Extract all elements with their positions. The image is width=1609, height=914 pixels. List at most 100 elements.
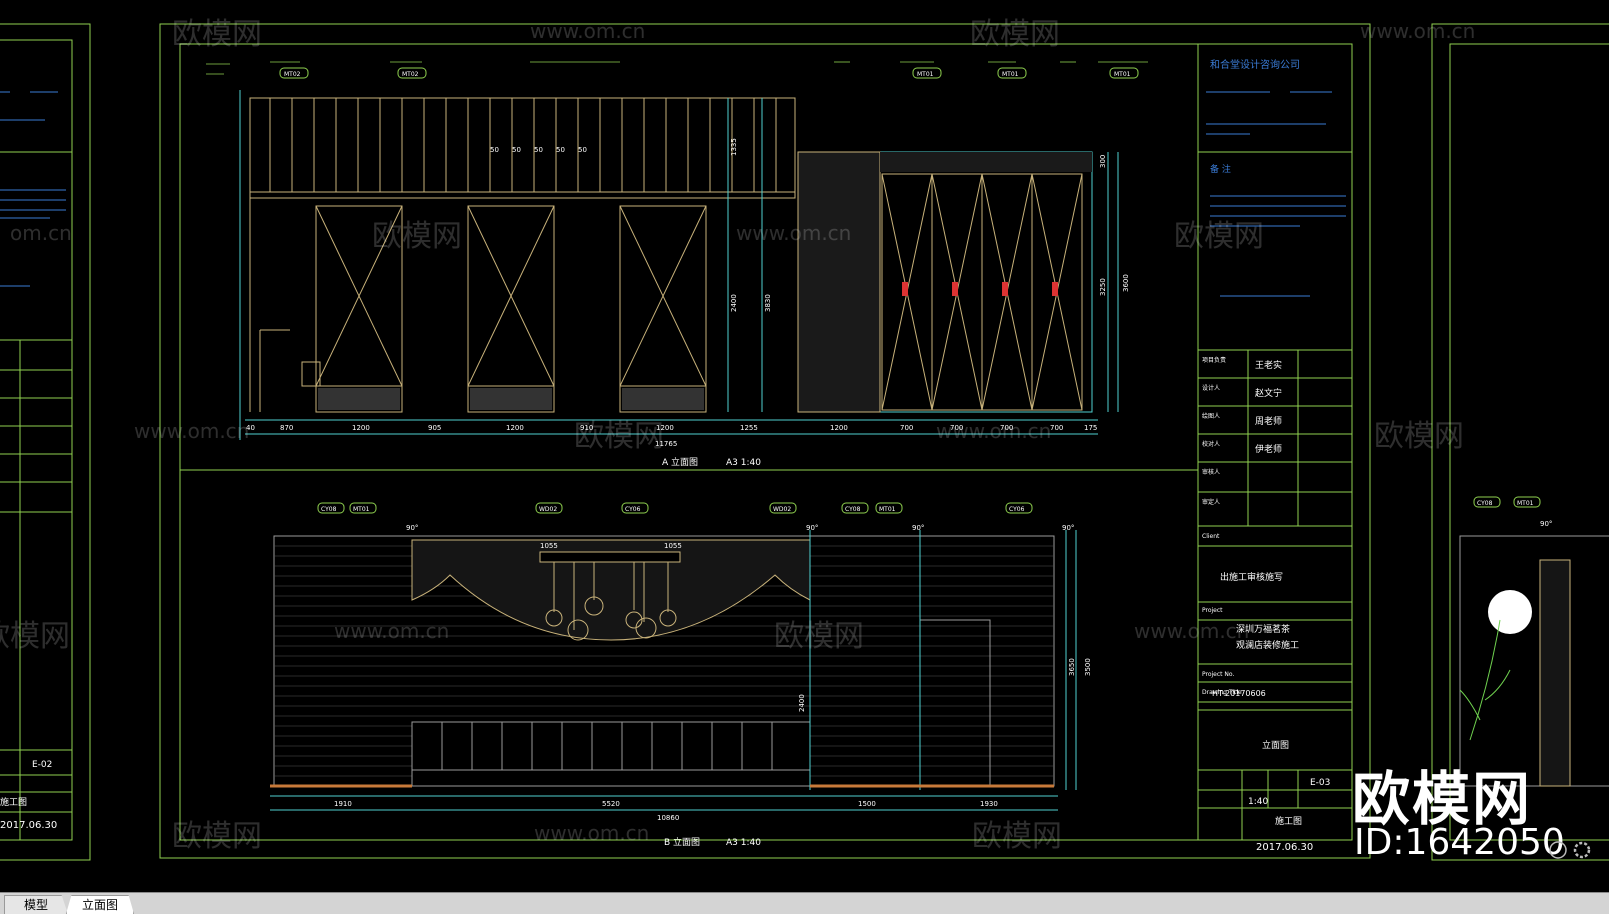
title-block [1198,151,1352,840]
elev-a-dim-7: 1200 [656,424,674,432]
elev-b-angle-4: 90° [1062,524,1074,532]
elev-a-vdim-4: 3250 [1099,278,1107,296]
right-sheet [1431,23,1609,861]
role-name-3: 周老师 [1255,415,1282,427]
elev-b-angle-2: 90° [806,524,818,532]
elev-a-dim-12: 700 [1000,424,1013,432]
svg-text:Drawing Title: Drawing Title [1202,689,1242,696]
elev-b-scale: A3 1:40 [726,838,761,848]
tab-model[interactable]: 模型 [4,895,68,914]
svg-text:Project No.: Project No. [1202,671,1234,678]
elev-a-code-4: MT01 [1002,71,1019,78]
elev-a-vdim-5: 3600 [1122,274,1130,292]
watermark-text-11: 欧模网 [1374,419,1464,454]
elev-a-dim-6: 910 [580,424,593,432]
elev-b-vdim-3: 2400 [798,694,806,712]
right-sheet-code-1: CY08 [1477,500,1493,507]
elev-a-small-4: 50 [556,146,565,154]
watermark-text-8: www.om.cn [134,419,249,443]
watermark-text-10: www.om.cn [936,419,1051,443]
svg-text:设计人: 设计人 [1202,384,1220,392]
elev-a-overall: 11765 [655,440,677,448]
gear-icon[interactable] [1573,841,1591,859]
elev-b-dim-3: 1500 [858,800,876,808]
elev-b-angle-1: 90° [406,524,418,532]
viewport-nav-icons[interactable] [1548,838,1598,862]
svg-text:Client: Client [1202,533,1220,540]
project-name-line-2: 观澜店装修施工 [1236,639,1299,651]
elev-a-dim-5: 1200 [506,424,524,432]
watermark-text-15: 欧模网 [172,819,262,854]
elev-a-dim-3: 1200 [352,424,370,432]
cad-drawing-canvas[interactable]: E-02 施工图 2017.06.30 [0,0,1609,892]
elev-b-top-dim-1: 1055 [540,542,558,550]
elev-b-dim-4: 1930 [980,800,998,808]
elev-b-angle-3: 90° [912,524,924,532]
elev-b-overall: 10860 [657,814,679,822]
role-name-4: 伊老师 [1255,443,1282,455]
watermark-model-id: ID:1642050 [1354,822,1565,863]
elev-a-small-1: 50 [490,146,499,154]
watermark-logo: 欧模网 [1352,765,1533,833]
elev-b-code-8: CY06 [1009,506,1025,513]
elev-b-code-1: CY08 [321,506,337,513]
elev-b-code-3: WD02 [539,506,557,513]
watermark-text-19: om.cn [10,221,72,245]
role-name-2: 赵文宁 [1255,387,1282,399]
drawing-number: E-03 [1310,778,1330,788]
elev-a-dim-10: 700 [900,424,913,432]
elev-b-code-5: WD02 [773,506,791,513]
elev-a-scale: A3 1:40 [726,458,761,468]
project-name-line-1: 深圳万福茗茶 [1236,623,1290,635]
layout-tab-bar: 模型 立面图 [0,892,1609,914]
svg-text:审定人: 审定人 [1202,498,1220,506]
elev-b-code-2: MT01 [353,506,370,513]
drawing-title: 立面图 [1262,739,1289,751]
svg-text:校对人: 校对人 [1202,440,1220,448]
watermark-text-16: www.om.cn [534,821,649,845]
elev-a-vdim-2: 2400 [730,294,738,312]
watermark-text-5: 欧模网 [372,219,462,254]
elev-a-small-2: 50 [512,146,521,154]
elev-a-dim-1: 40 [246,424,255,432]
elev-a-dim-9: 1200 [830,424,848,432]
elev-b-code-4: CY06 [625,506,641,513]
svg-text:Project: Project [1202,607,1223,614]
elev-a-small-5: 50 [578,146,587,154]
elev-a-dim-14: 175 [1084,424,1097,432]
drawing-phase: 施工图 [1275,815,1302,827]
watermark-text-3: 欧模网 [970,17,1060,52]
watermark-text-14: www.om.cn [1134,619,1249,643]
svg-text:项目负责: 项目负责 [1202,356,1226,364]
project-number: HT-20170606 [1212,689,1266,698]
role-name-1: 王老实 [1255,359,1282,371]
company-name: 和合堂设计咨询公司 [1210,58,1300,71]
elev-a-code-tags: MT02 MT02 MT01 MT01 MT01 [279,67,1139,79]
elev-b-dim-1: 1910 [334,800,352,808]
watermark-text-18: 欧模网 [0,619,70,654]
watermark-text-17: 欧模网 [972,819,1062,854]
tab-elevation-layout[interactable]: 立面图 [66,895,134,914]
watermark-text-4: www.om.cn [1360,19,1475,43]
watermark-text-13: 欧模网 [774,619,864,654]
elevation-a [239,90,1119,440]
elev-a-code-1: MT02 [284,71,301,78]
elev-a-dim-11: 700 [950,424,963,432]
elev-a-code-5: MT01 [1114,71,1131,78]
left-sheet-phase: 施工图 [0,796,27,808]
watermark-text-12: www.om.cn [334,619,449,643]
elev-a-vdim-3: 3830 [764,294,772,312]
drawing-scale: 1:40 [1248,797,1268,807]
watermark-text-2: www.om.cn [530,19,645,43]
elev-b-top-dim-2: 1055 [664,542,682,550]
left-sheet [0,23,91,861]
elev-a-vdim-1: 1335 [730,138,738,156]
elev-a-caption: A 立面图 [662,456,698,468]
drawing-date: 2017.06.30 [1256,842,1313,853]
elev-a-dim-13: 700 [1050,424,1063,432]
watermark-text-7: 欧模网 [1174,219,1264,254]
watermark-text-1: 欧模网 [172,17,262,52]
left-sheet-drawing-no: E-02 [32,760,52,770]
elev-b-caption: B 立面图 [664,836,700,848]
smiley-icon[interactable] [1549,841,1567,859]
